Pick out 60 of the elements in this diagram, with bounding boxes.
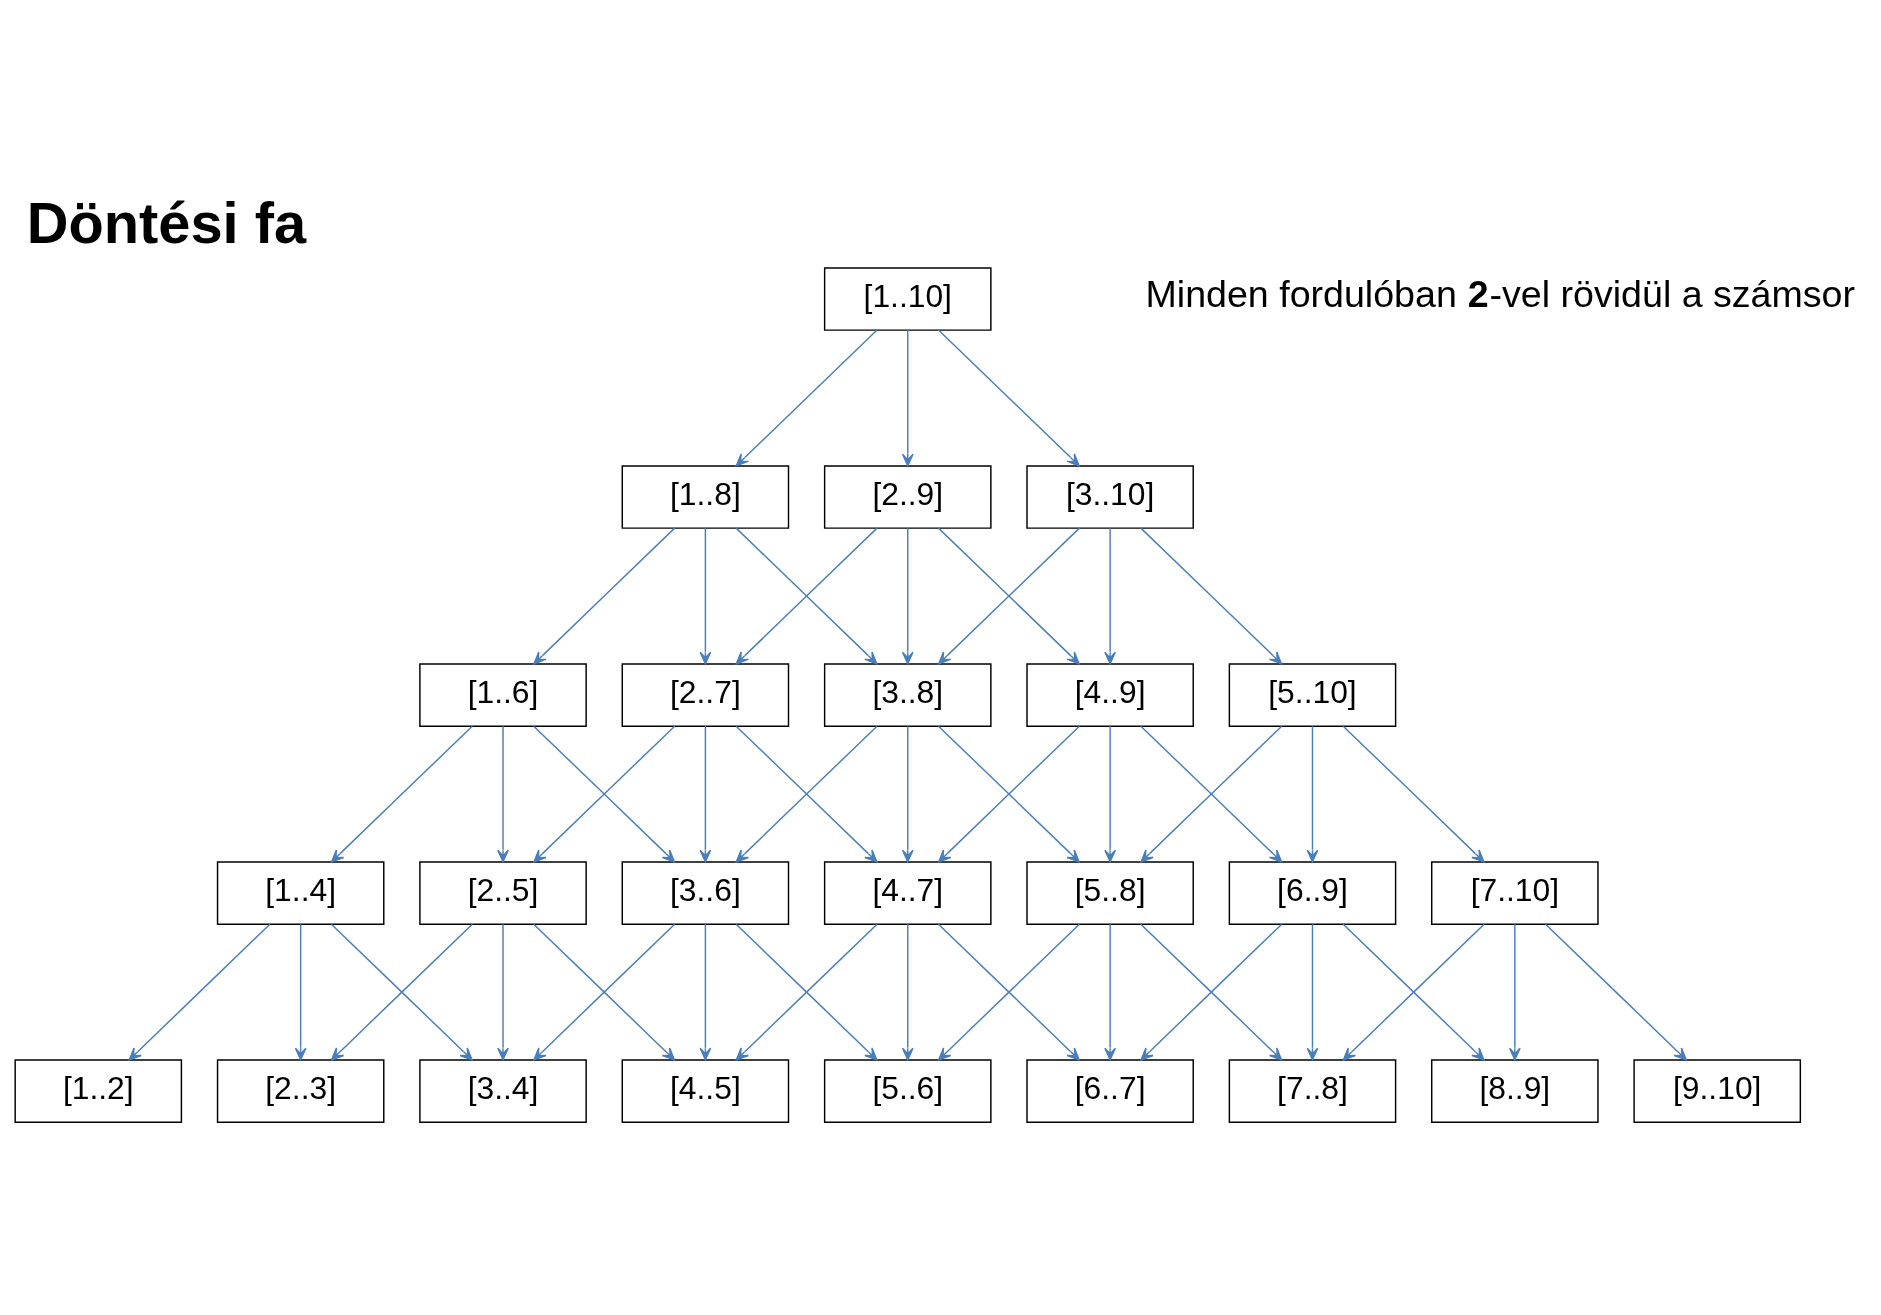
arrow (698, 923, 711, 1061)
node-box: [4..7] (823, 861, 992, 925)
arrow (901, 329, 914, 467)
arrow (128, 923, 271, 1061)
node-box: [7..8] (1228, 1059, 1396, 1123)
arrow (532, 527, 675, 665)
arrow (1139, 923, 1282, 1061)
arrow (1306, 725, 1318, 863)
arrow (1342, 725, 1485, 863)
node-box: [4..9] (1025, 663, 1194, 727)
arrow (698, 725, 711, 863)
node-box: [3..4] (418, 1059, 587, 1123)
arrow (1139, 527, 1282, 665)
arrow (1342, 923, 1485, 1061)
node-box: [1..4] (216, 861, 384, 925)
node-box: [5..6] (823, 1059, 992, 1123)
arrow (294, 923, 307, 1061)
arrow (937, 725, 1080, 863)
node-box: [2..5] (418, 861, 587, 925)
node-box: [5..8] (1025, 861, 1194, 925)
label: Minden fordulóban 2-vel rövidül a számsor (1145, 272, 1855, 315)
arrow (937, 923, 1080, 1061)
node-box: [1..6] (418, 663, 587, 727)
arrow (937, 329, 1080, 467)
arrow (1139, 725, 1282, 863)
arrow (1306, 923, 1318, 1061)
arrow (330, 725, 473, 863)
node-box: [6..7] (1025, 1059, 1194, 1123)
node-box: [5..10] (1228, 663, 1396, 727)
arrow (901, 725, 914, 863)
arrow (330, 923, 473, 1061)
node-box: [6..9] (1228, 861, 1396, 925)
arrow (496, 923, 509, 1061)
node-box: [1..10] (823, 267, 992, 331)
node-box: [3..6] (621, 861, 789, 925)
arrow (532, 725, 675, 863)
arrow (698, 527, 711, 665)
arrow (532, 923, 675, 1061)
node-box: [1..2] (13, 1059, 182, 1123)
node-box: [3..8] (823, 663, 992, 727)
arrow (1103, 923, 1116, 1061)
arrow (1508, 923, 1521, 1061)
arrow (901, 923, 914, 1061)
arrow (735, 329, 878, 467)
node-box: [2..9] (823, 465, 992, 529)
node-box: [4..5] (621, 1059, 789, 1123)
arrow (496, 725, 509, 863)
node-box: [9..10] (1632, 1059, 1801, 1123)
arrow (1103, 527, 1116, 665)
node-box: [1..8] (621, 465, 789, 529)
node-box: [3..10] (1025, 465, 1194, 529)
arrow (901, 527, 914, 665)
diagram-title: Döntési fa (26, 191, 306, 256)
node-box: [2..7] (621, 663, 789, 727)
node-box: [2..3] (216, 1059, 384, 1123)
arrow (1544, 923, 1687, 1061)
arrow (1103, 725, 1116, 863)
node-box: [8..9] (1430, 1059, 1599, 1123)
arrow (937, 527, 1080, 665)
node-box: [7..10] (1430, 861, 1599, 925)
